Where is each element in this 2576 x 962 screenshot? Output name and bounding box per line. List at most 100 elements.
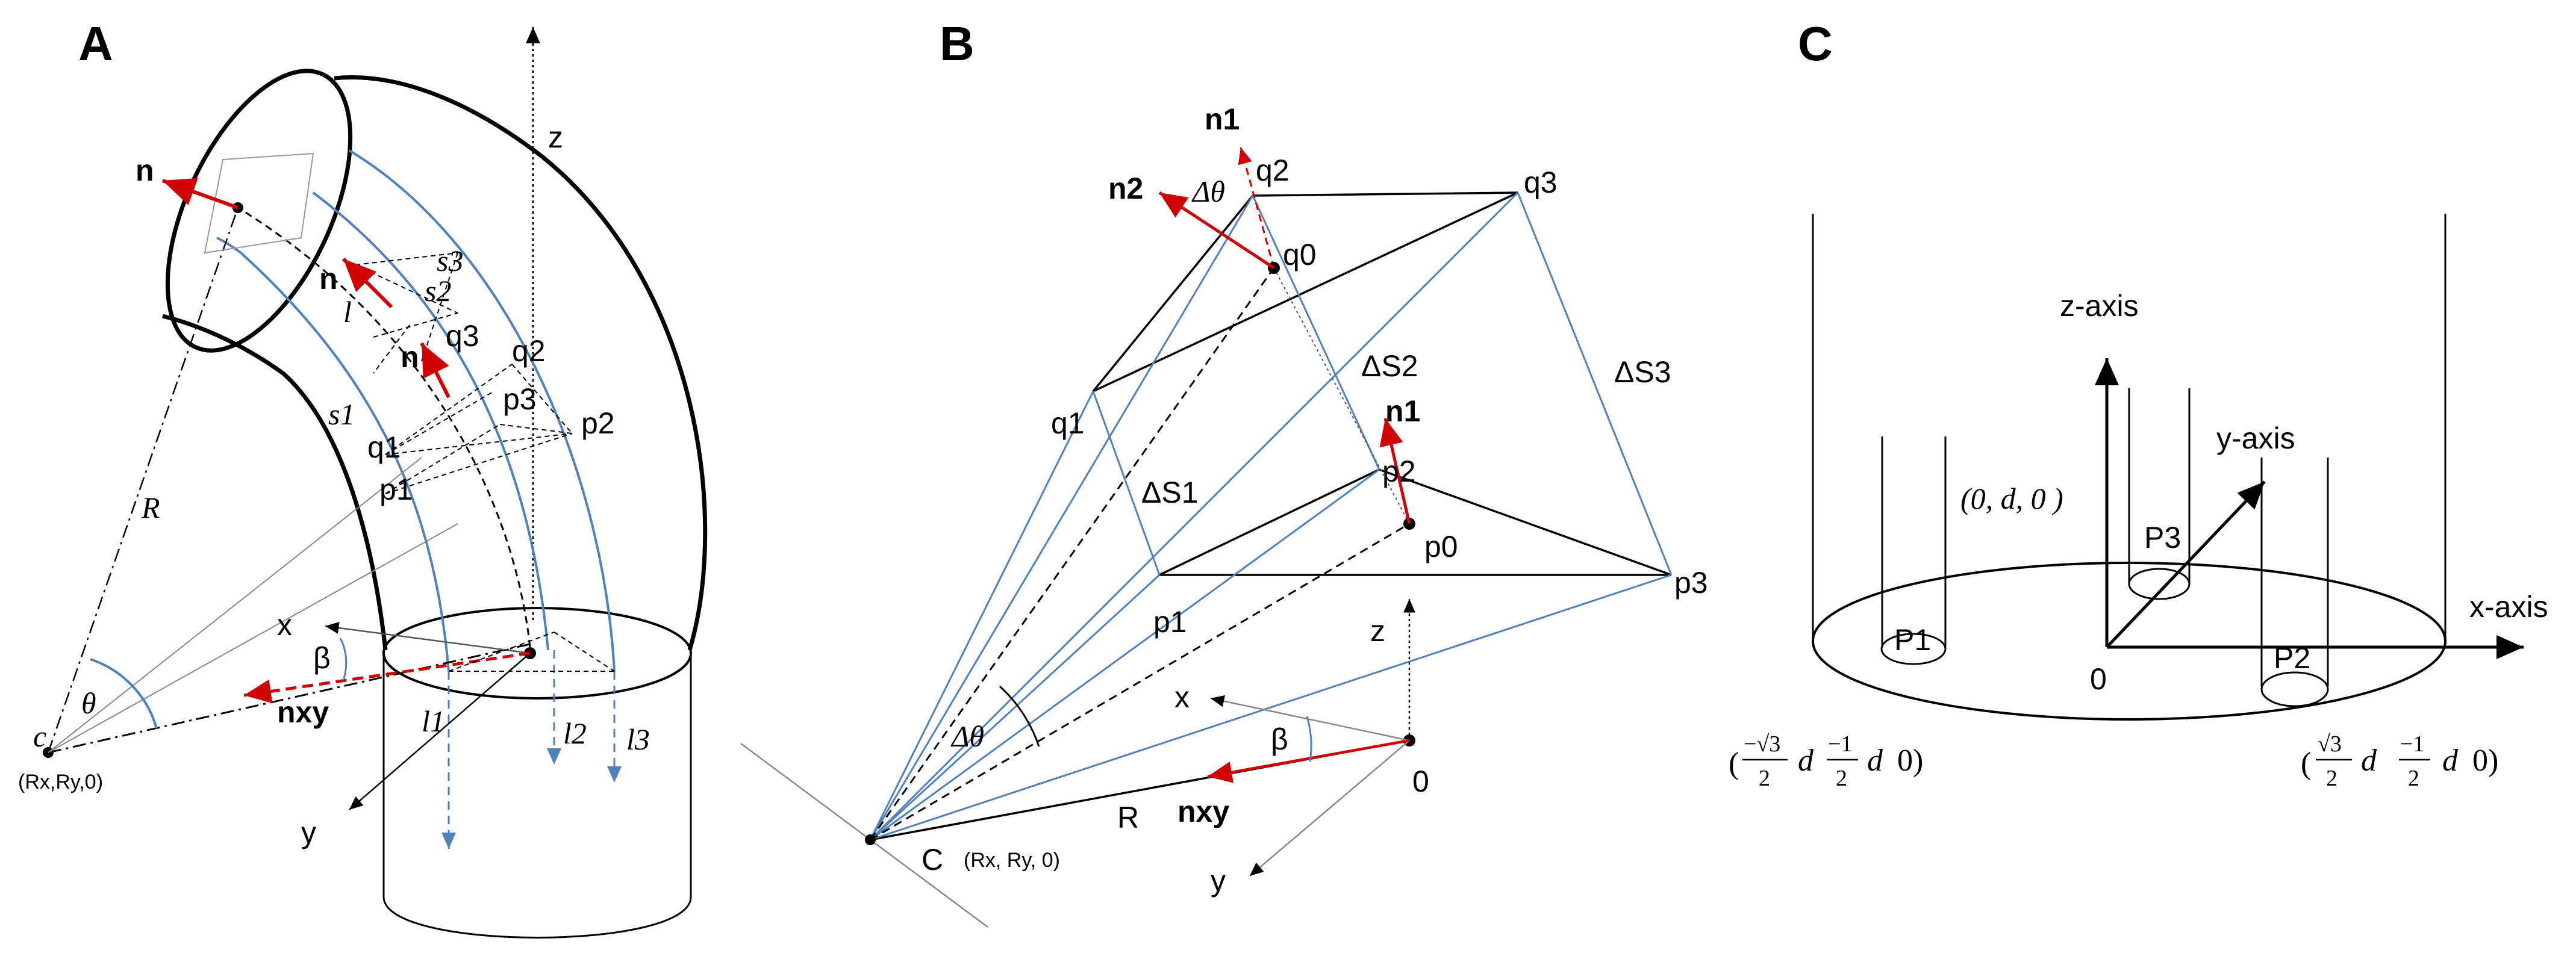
a-tri-q1p2	[385, 433, 573, 455]
b-n2-vector	[1158, 191, 1275, 270]
b-c-q3	[869, 191, 1519, 841]
b-dtheta-arc	[999, 685, 1040, 747]
svg-text:−1: −1	[1828, 731, 1852, 757]
b-n1-vector	[1379, 418, 1411, 524]
c-y-label: y-axis	[2216, 421, 2295, 455]
b-c-q0	[869, 267, 1275, 840]
a-normal-mid-label: n	[319, 262, 338, 296]
a-lumen-2	[312, 191, 549, 651]
svg-text:d: d	[1798, 743, 1814, 778]
b-c-q1	[869, 391, 1094, 840]
b-q0-label: q0	[1283, 238, 1317, 272]
b-x-axis	[1210, 695, 1410, 742]
b-center-coords: (Rx, Ry, 0)	[964, 849, 1060, 872]
c-x-label: x-axis	[2469, 590, 2548, 624]
panel-b: B Δθ Δθ z x	[740, 17, 1708, 928]
a-tube-inner-edge	[162, 314, 388, 651]
svg-text:(: (	[1729, 746, 1739, 781]
c-p1-label: P1	[1894, 623, 1931, 657]
svg-text:d: d	[1867, 743, 1883, 778]
b-center-label: C	[922, 843, 943, 877]
a-y-axis	[349, 653, 531, 810]
a-s3-label: s3	[437, 244, 463, 278]
panel-c-label: C	[1798, 17, 1833, 70]
svg-text:√3: √3	[2318, 731, 2342, 757]
a-l-label: l	[343, 295, 352, 329]
a-normal-mid	[341, 257, 393, 309]
a-ray-2	[48, 523, 458, 753]
svg-text:2: 2	[1836, 766, 1847, 791]
a-normal-top	[161, 178, 239, 209]
a-tri-q1q2	[385, 364, 513, 455]
c-z-label: z-axis	[2060, 289, 2139, 323]
a-tri-p1p3	[385, 424, 501, 494]
b-ds1-label: ΔS1	[1141, 476, 1199, 509]
b-beta-label: β	[1271, 722, 1288, 756]
a-normal-low	[420, 342, 451, 399]
svg-text:−1: −1	[2400, 731, 2424, 757]
b-center-point	[865, 834, 876, 845]
b-q1-p1	[1092, 391, 1161, 576]
a-upper-tri-5	[373, 324, 410, 374]
a-l1-label: l1	[422, 704, 445, 738]
a-p2-label: p2	[581, 406, 615, 440]
a-center-coords: (Rx,Ry,0)	[18, 771, 103, 793]
a-s2-label: s2	[425, 274, 451, 308]
c-origin-label: 0	[2090, 662, 2107, 696]
b-q2-p2	[1252, 195, 1380, 470]
a-base-triangle-3	[554, 632, 615, 672]
a-l3-label: l3	[626, 722, 650, 756]
b-y-axis	[1249, 740, 1410, 877]
c-p1-coords: ( −√3 2 d −1 2 d 0)	[1729, 731, 1923, 791]
b-p0-label: p0	[1424, 530, 1458, 563]
a-s1-label: s1	[328, 397, 355, 431]
a-q3-label: q3	[446, 319, 479, 353]
a-radius-line	[47, 207, 239, 753]
b-p1-label: p1	[1153, 605, 1187, 639]
a-upper-tri-4	[373, 312, 458, 338]
b-c-p0	[870, 523, 1410, 841]
c-y-axis	[2106, 480, 2266, 648]
a-tri-q2p2	[511, 364, 573, 434]
a-nxy-vector	[243, 651, 531, 704]
a-p3-label: p3	[503, 382, 537, 416]
b-z-label: z	[1370, 614, 1385, 648]
b-p2-label: p2	[1382, 455, 1416, 488]
a-l2-label: l2	[563, 716, 587, 750]
c-p3-coords: (0, d, 0 )	[1960, 482, 2063, 515]
a-beta-label: β	[313, 641, 331, 675]
a-tri-q1q3	[385, 391, 494, 455]
b-top-triangle	[1092, 191, 1518, 393]
b-y-label: y	[1211, 864, 1226, 898]
a-theta-label: θ	[81, 686, 96, 720]
b-n1-top-label: n1	[1205, 102, 1240, 136]
b-n1-dashed	[1238, 147, 1275, 268]
b-dtheta-bottom-label: Δθ	[950, 719, 984, 753]
svg-text:d: d	[2361, 743, 2377, 778]
b-radius-label: R	[1117, 801, 1139, 834]
panel-c: C P1 P3 P2 z-axis x-axis y-axis 0 (0, d,…	[1729, 17, 2548, 791]
b-c-p1	[869, 574, 1161, 841]
svg-text:(: (	[2301, 746, 2311, 781]
b-c-p2	[870, 468, 1380, 841]
b-ds3-label: ΔS3	[1614, 355, 1671, 389]
a-radius-label: R	[141, 491, 160, 524]
a-cylinder-top	[382, 607, 692, 700]
b-nxy-label: nxy	[1177, 795, 1229, 828]
svg-text:2: 2	[2408, 766, 2419, 791]
panel-a-label: A	[78, 17, 113, 70]
a-z-label: z	[548, 120, 563, 154]
svg-text:d: d	[2442, 743, 2459, 778]
a-p1-label: p1	[379, 473, 413, 506]
svg-text:2: 2	[2326, 766, 2337, 791]
c-p1-base	[1880, 633, 1947, 665]
b-bottom-triangle	[1159, 468, 1672, 576]
a-tri-p3p2	[499, 424, 573, 434]
b-c-q2	[869, 195, 1254, 840]
c-p2-coords: ( √3 2 d −1 2 d 0)	[2301, 731, 2498, 791]
a-base-line	[48, 643, 531, 754]
a-x-label: x	[277, 608, 292, 642]
b-q2-label: q2	[1256, 154, 1290, 187]
b-nxy-vector	[1207, 739, 1410, 783]
